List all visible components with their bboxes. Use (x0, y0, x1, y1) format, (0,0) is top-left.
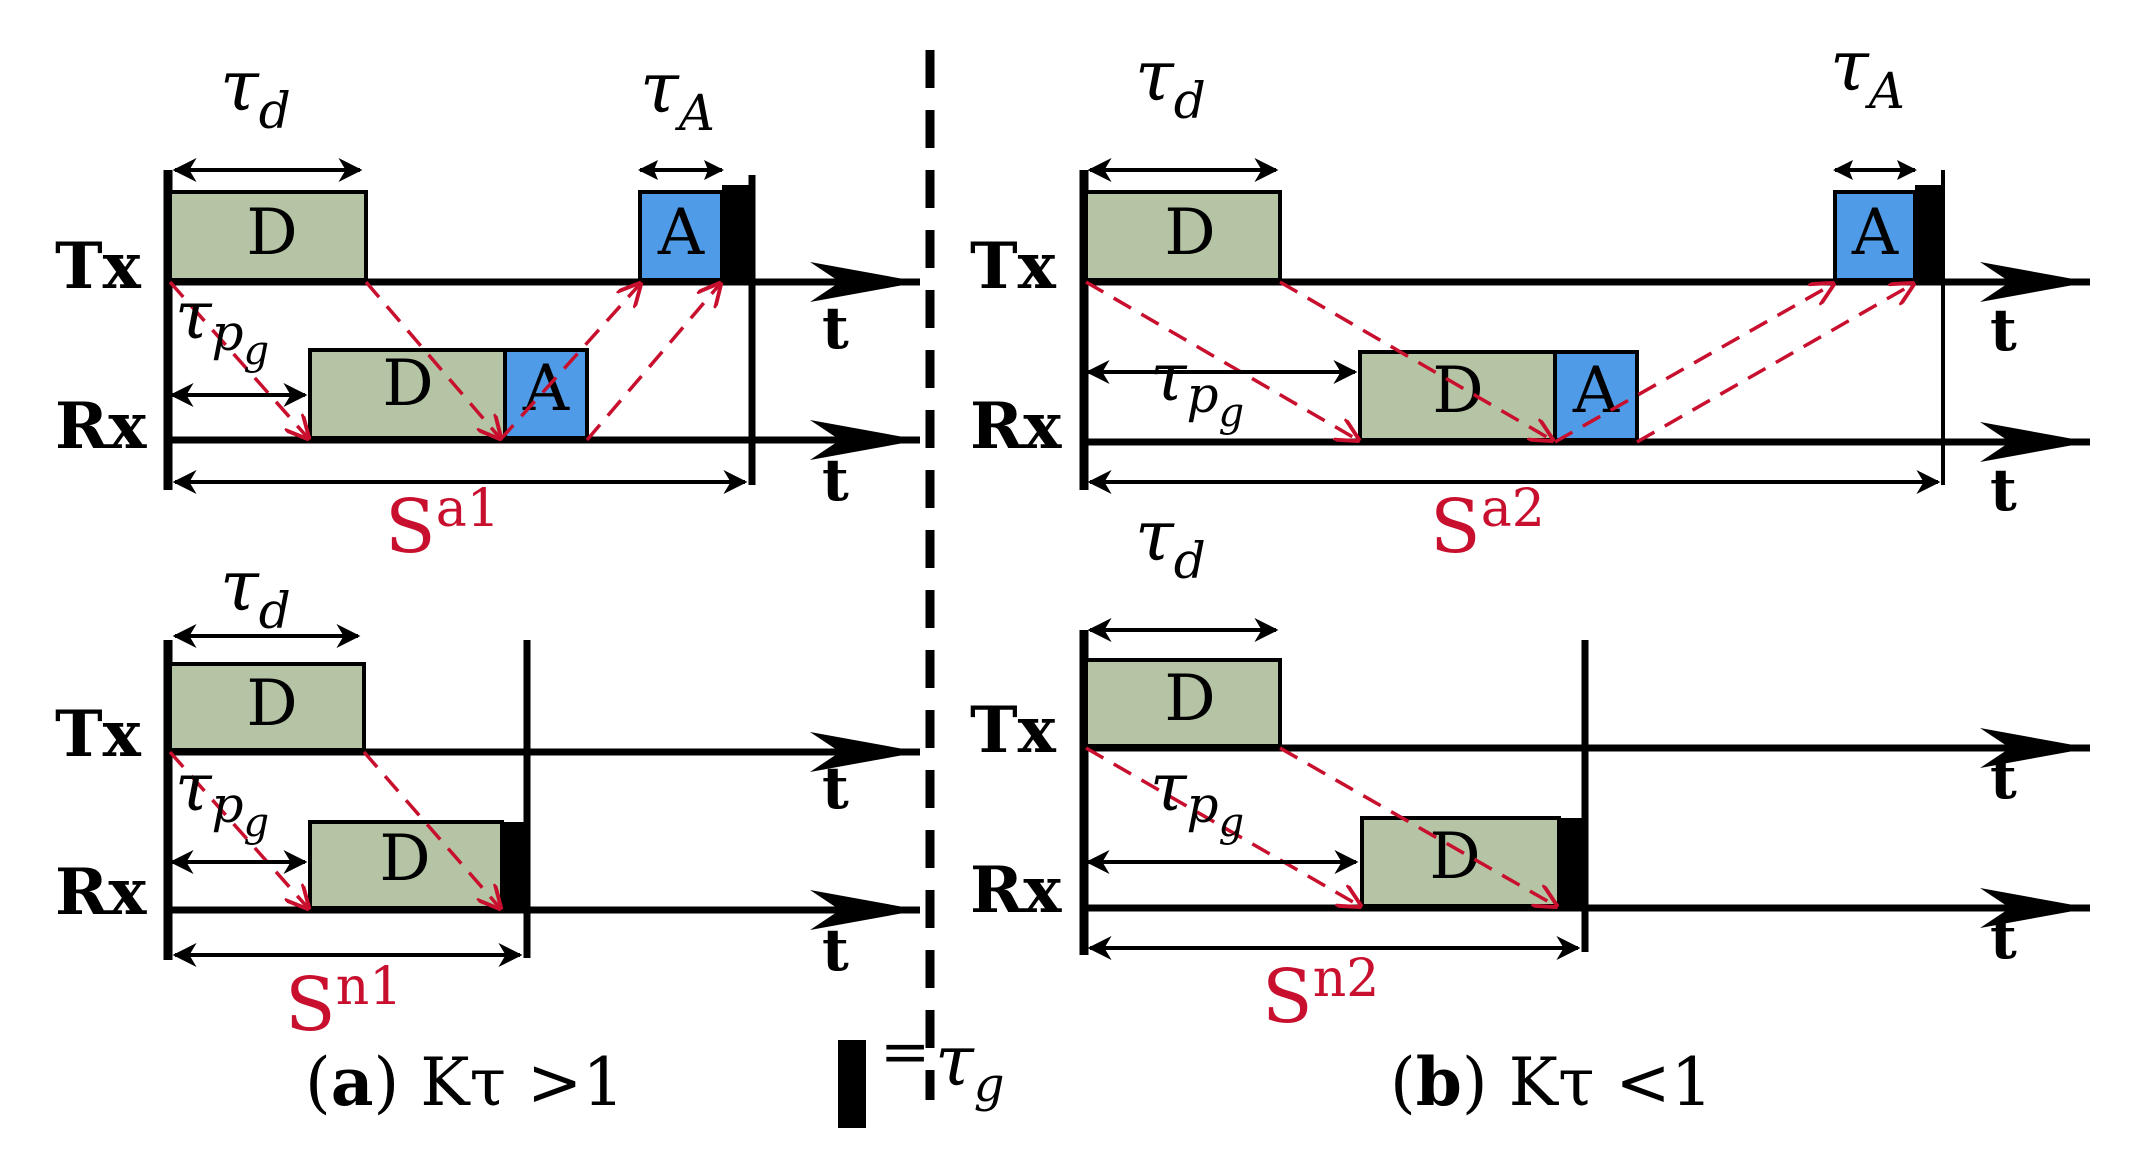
tx-label: Tx (55, 229, 142, 304)
rx-ack-block (1553, 350, 1639, 442)
panel-b-ack-timeline: D A D A τd τA τpg Tx Rx t t Sa2 (970, 25, 2090, 570)
tau-pg-label: τpg (1150, 749, 1244, 846)
rx-label: Rx (970, 389, 1062, 464)
tx-label: Tx (970, 693, 1057, 768)
legend-eq: = (880, 1017, 930, 1087)
svg-text:D: D (1164, 196, 1215, 270)
rx-data-block (1360, 816, 1561, 908)
guard-block (722, 185, 752, 282)
guard-block (500, 822, 527, 910)
tx-label: Tx (970, 229, 1057, 304)
propagation-arrows (168, 282, 720, 440)
tx-ack-block (638, 190, 724, 282)
tau-a-label: τA (1830, 25, 1905, 120)
rx-label: Rx (970, 853, 1062, 928)
rx-label: Rx (55, 389, 147, 464)
svg-text:D: D (1432, 354, 1483, 428)
svg-text:D: D (379, 822, 430, 896)
tau-d-label: τd (220, 45, 291, 140)
legend-guard-swatch (838, 1040, 866, 1128)
tau-d-label: τd (1135, 35, 1206, 130)
t-label-tx: t (822, 294, 849, 362)
propagation-arrows (168, 750, 500, 908)
t-label-rx: t (822, 446, 849, 514)
tx-ack-label: A (657, 196, 705, 270)
svg-text:t: t (822, 916, 849, 984)
rx-data-block (1358, 350, 1557, 442)
guard-block (1915, 185, 1943, 282)
svg-text:A: A (1572, 354, 1620, 428)
tau-a-label: τA (640, 47, 715, 142)
svg-text:t: t (822, 754, 849, 822)
propagation-arrows (1085, 280, 1913, 444)
svg-text:t: t (1990, 904, 2017, 972)
svg-text:A: A (1851, 196, 1899, 270)
rx-axis-arrowhead (810, 420, 920, 460)
rx-ack-block (503, 348, 589, 440)
panel-a-ack-timeline: D A D A τd τA τpg Tx Rx t t Sa1 (55, 45, 920, 570)
tau-pg-label: τpg (175, 277, 269, 374)
guard-block (1559, 818, 1585, 908)
s-a1-label: Sa1 (385, 479, 500, 570)
svg-text:t: t (1990, 296, 2017, 364)
tx-data-block (1084, 658, 1282, 748)
svg-text:t: t (1990, 456, 2017, 524)
tx-data-label: D (246, 196, 297, 270)
panel-b-noack-timeline: D D τd τpg Tx Rx t t Sn2 (970, 495, 2090, 1040)
rx-data-label: D (382, 347, 433, 421)
tau-pg-label: τpg (1150, 339, 1244, 436)
s-n2-label: Sn2 (1262, 949, 1379, 1040)
panel-a-noack-timeline: D D τd τpg Tx Rx t t Sn1 (55, 545, 920, 1048)
caption-a: (a) Kτ >1 (305, 1043, 624, 1121)
tx-data-block (168, 662, 366, 752)
rx-label: Rx (55, 855, 147, 930)
tx-axis-arrowhead (810, 262, 920, 302)
svg-text:D: D (1164, 662, 1215, 736)
tx-data-block (1084, 190, 1282, 282)
svg-text:D: D (1429, 820, 1480, 894)
tau-pg-label: τpg (175, 749, 269, 846)
rx-data-block (308, 348, 507, 440)
caption-b: (b) Kτ <1 (1390, 1043, 1713, 1121)
svg-text:D: D (246, 667, 297, 741)
svg-text:t: t (1990, 744, 2017, 812)
tx-label: Tx (55, 697, 142, 772)
tau-d-label: τd (1135, 495, 1206, 590)
propagation-arrows (1085, 746, 1556, 906)
legend-guard: = τg (838, 1017, 1004, 1128)
s-n1-label: Sn1 (285, 957, 402, 1048)
tx-data-block (168, 190, 368, 282)
legend-tau-g: τg (935, 1020, 1004, 1113)
s-a2-label: Sa2 (1430, 479, 1545, 570)
rx-data-block (308, 820, 504, 910)
tau-d-label: τd (220, 545, 291, 640)
